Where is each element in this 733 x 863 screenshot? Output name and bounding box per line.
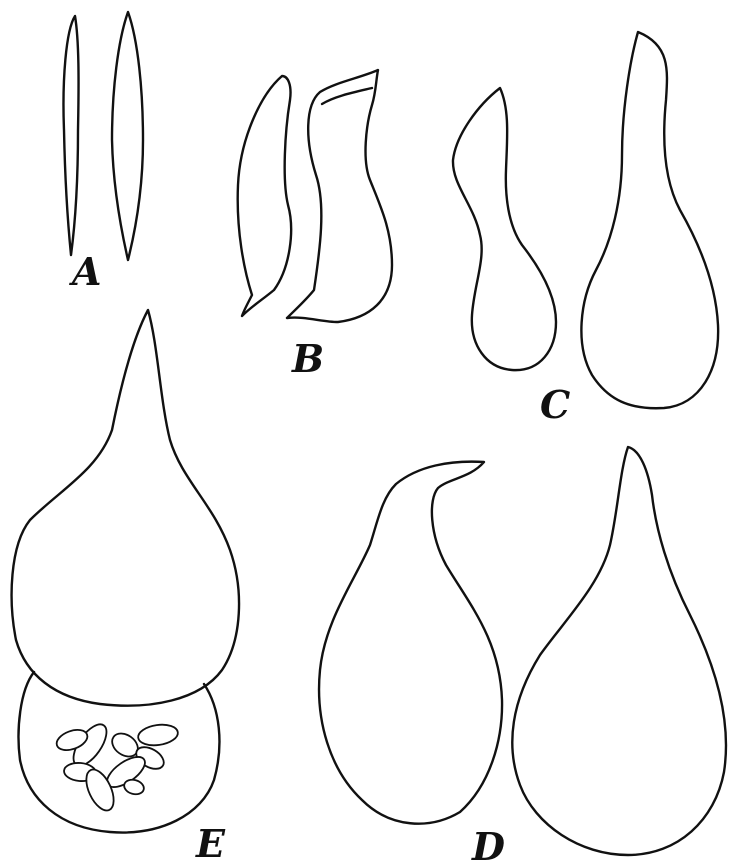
panel-e-spore-cluster xyxy=(54,719,179,815)
panel-a-outline-1 xyxy=(63,16,78,255)
panel-d: D xyxy=(319,447,726,863)
panel-c-outline-1 xyxy=(453,88,556,370)
panel-e: E xyxy=(12,310,239,863)
panel-b-inner-line xyxy=(322,88,372,104)
panel-d-outline-1 xyxy=(319,462,502,824)
panel-c-label: C xyxy=(540,382,570,427)
panel-b-label: B xyxy=(291,336,324,381)
panel-a: A xyxy=(63,12,143,294)
panel-c: C xyxy=(453,32,718,427)
panel-b-outline-1 xyxy=(238,76,291,316)
spore-cell xyxy=(137,722,179,747)
panel-b-outline-2 xyxy=(287,70,392,322)
panel-d-label: D xyxy=(471,824,505,863)
panel-d-outline-2 xyxy=(512,447,726,855)
panel-e-label: E xyxy=(195,821,226,863)
panel-e-upper-outline xyxy=(12,310,239,706)
panel-a-label: A xyxy=(69,249,101,294)
panel-b: B xyxy=(238,70,392,381)
panel-c-outline-2 xyxy=(581,32,718,408)
panel-a-outline-2 xyxy=(112,12,143,260)
